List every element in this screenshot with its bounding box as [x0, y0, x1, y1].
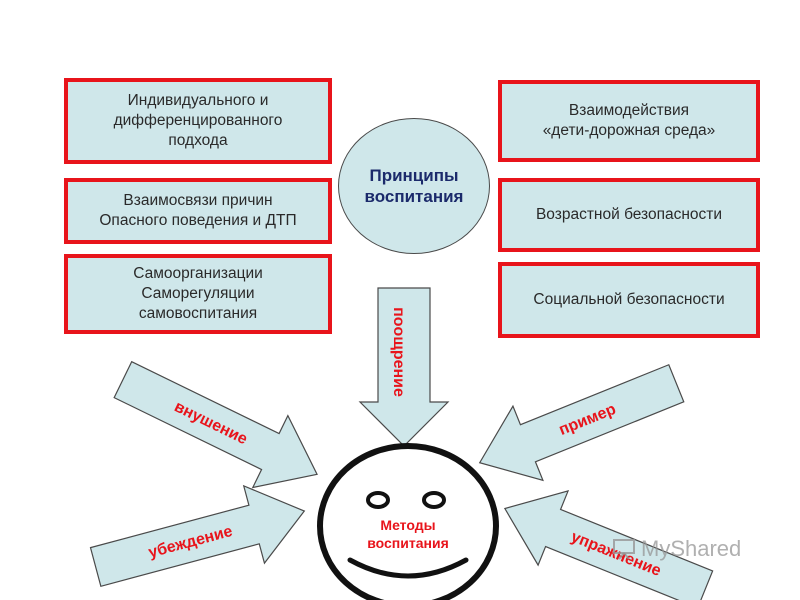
arrow-upper-left — [113, 360, 318, 489]
watermark: MyShared — [612, 536, 741, 562]
arrow-lower-right — [503, 490, 714, 600]
principle-box-age-safety: Возрастной безопасности — [498, 178, 760, 252]
arrow-top — [358, 287, 450, 447]
principle-box-interaction: Взаимодействия «дети-дорожная среда» — [498, 80, 760, 162]
watermark-text: MyShared — [641, 536, 742, 561]
methods-title: Методы воспитания — [367, 517, 449, 552]
arrow-upper-right — [478, 363, 685, 482]
principle-box-social-safety: Социальной безопасности — [498, 262, 760, 338]
left-eye-icon — [366, 491, 390, 509]
principle-box-causes: Взаимосвязи причин Опасного поведения и … — [64, 178, 332, 244]
principle-box-self-organization: Самоорганизации Саморегуляции самовоспит… — [64, 254, 332, 334]
face-circle — [317, 443, 499, 600]
arrow-top-label: поощрение — [390, 307, 407, 397]
arrow-lower-left — [89, 484, 306, 588]
principle-box-individual: Индивидуального и дифференцированного по… — [64, 78, 332, 164]
smile-icon — [347, 557, 469, 579]
principles-circle: Принципы воспитания — [338, 118, 490, 254]
right-eye-icon — [422, 491, 446, 509]
presentation-icon — [613, 539, 635, 560]
